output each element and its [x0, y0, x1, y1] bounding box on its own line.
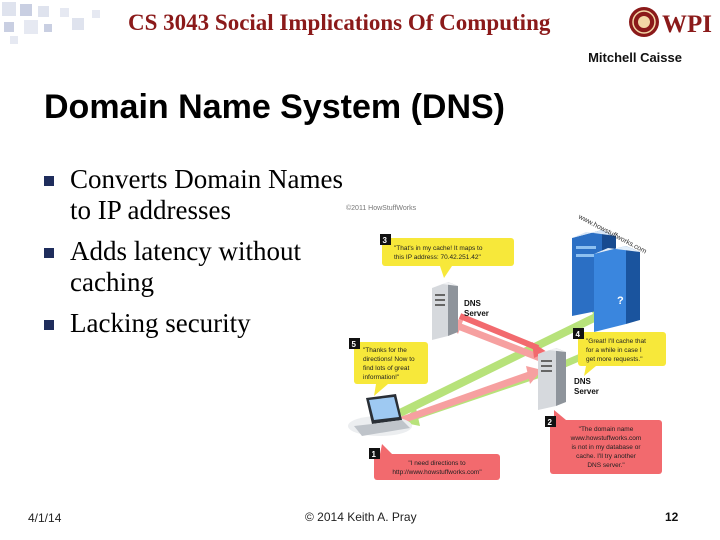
callout-step-5: 5 "Thanks for the directions! Now to fin…: [349, 338, 428, 396]
step-number: 1: [372, 450, 377, 459]
bullet-text-line: Lacking security: [70, 308, 251, 338]
decor-square: [10, 36, 18, 44]
callout-text: DNS server.": [587, 462, 625, 469]
step-number: 5: [352, 340, 357, 349]
callout-text: www.howstuffworks.com: [570, 435, 642, 442]
dns-server-icon: [432, 282, 458, 340]
server-label: Server: [464, 309, 489, 318]
callout-step-4: 4 "Great! I'll cache that for a while in…: [573, 328, 666, 376]
callout-text: cache. I'll try another: [576, 453, 637, 460]
decor-square: [2, 2, 16, 16]
bullet-text-line: Adds latency without: [70, 236, 301, 266]
bullet-item: Lacking security: [40, 308, 380, 339]
dns-server-icon: [538, 348, 566, 410]
callout-step-1: 1 "I need directions to http://www.howst…: [369, 444, 500, 480]
callout-step-2: 2 "The domain name www.howstuffworks.com…: [545, 410, 662, 474]
callout-text: "The domain name: [579, 426, 634, 433]
footer-copyright: © 2014 Keith A. Pray: [305, 510, 417, 524]
dns-diagram: ©2011 HowStuffWorks ? www.howstuffworks.…: [340, 198, 670, 488]
footer-date: 4/1/14: [28, 511, 62, 525]
callout-text: "Thanks for the: [363, 347, 407, 354]
callout-text: "That's in my cache! It maps to: [394, 245, 483, 252]
diagram-copyright: ©2011 HowStuffWorks: [346, 204, 417, 212]
callout-step-3: 3 "That's in my cache! It maps to this I…: [380, 234, 514, 278]
step-number: 4: [576, 330, 581, 339]
callout-text: get more requests.": [586, 356, 643, 363]
bullet-text-line: caching: [70, 267, 154, 297]
laptop-icon: [348, 394, 412, 436]
course-title: CS 3043 Social Implications Of Computing: [128, 10, 551, 35]
callout-text: directions! Now to: [363, 356, 415, 363]
square-bullet-icon: [44, 248, 54, 258]
callout-text: information!": [363, 374, 400, 381]
decor-square: [92, 10, 100, 18]
callout-text: find lots of great: [363, 365, 409, 372]
decor-square: [60, 8, 69, 17]
step-number: 3: [383, 236, 388, 245]
page-number: 12: [665, 510, 679, 524]
callout-text: is not in my database or: [571, 444, 641, 451]
square-bullet-icon: [44, 320, 54, 330]
server-label: DNS: [574, 377, 592, 386]
wpi-logo: WPI: [629, 7, 712, 38]
decor-square: [72, 18, 84, 30]
server-label: DNS: [464, 299, 482, 308]
square-bullet-icon: [44, 176, 54, 186]
decor-square: [4, 22, 14, 32]
decor-square: [44, 24, 52, 32]
decor-square: [38, 6, 49, 17]
author-name: Mitchell Caisse: [588, 50, 682, 65]
callout-text: "I need directions to: [408, 460, 466, 467]
slide-title: Domain Name System (DNS): [44, 88, 506, 126]
bullet-text-line: to IP addresses: [70, 195, 231, 225]
callout-text: for a while in case I: [586, 347, 642, 354]
callout-text: http://www.howstuffworks.com": [392, 469, 482, 476]
server-label: Server: [574, 387, 599, 396]
callout-text: "Great! I'll cache that: [586, 338, 646, 345]
web-server-icon: ?: [572, 230, 640, 332]
decor-square: [20, 4, 32, 16]
bullet-text-line: Converts Domain Names: [70, 164, 343, 194]
callout-text: this IP address: 70.42.251.42": [394, 254, 481, 261]
wpi-logo-text: WPI: [662, 11, 712, 38]
decor-square: [24, 20, 38, 34]
svg-text:?: ?: [617, 295, 624, 307]
arrow-pink-3: [458, 313, 547, 358]
step-number: 2: [548, 418, 553, 427]
